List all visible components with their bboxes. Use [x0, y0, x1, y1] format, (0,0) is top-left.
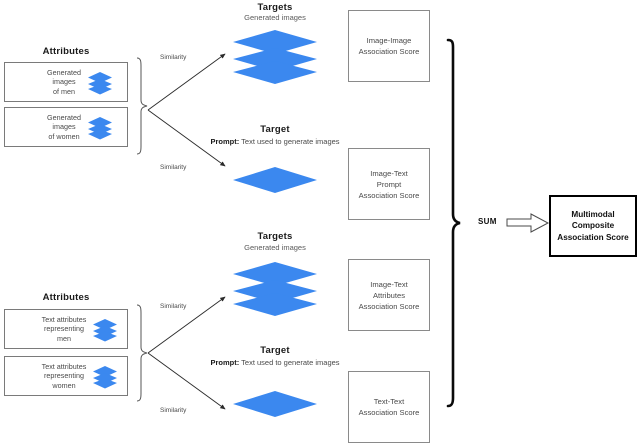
attributes-heading-bottom: Attributes [42, 292, 90, 303]
prompt-label: Prompt: [210, 137, 240, 146]
targets-heading-bottom: Targets [257, 231, 293, 242]
similarity-label-bottom-lower: Similarity [160, 407, 187, 414]
score-box-label: Text-Text Association Score [358, 397, 420, 417]
attributes-heading-top: Attributes [42, 46, 90, 57]
score-box-image-image[interactable]: Image-Image Association Score [348, 10, 430, 82]
targets-heading-top: Targets [257, 2, 293, 13]
similarity-label-top-lower: Similarity [160, 164, 187, 171]
stack-icon [87, 116, 113, 140]
similarity-label-bottom-upper: Similarity [160, 303, 187, 310]
similarity-label-top-upper: Similarity [160, 54, 187, 61]
target-prompt-top: Prompt: Text used to generate images [175, 137, 375, 147]
score-box-text-text[interactable]: Text-Text Association Score [348, 371, 430, 443]
targets-subheading-bottom: Generated images [244, 243, 306, 252]
prompt-value: Text used to generate images [239, 358, 340, 367]
similarity-edges-bottom [146, 290, 238, 420]
similarity-edges-top [146, 48, 238, 178]
stack-icon [92, 318, 118, 342]
attribute-label: Generated images of men [47, 67, 81, 96]
target-diamond-icon-top [231, 166, 319, 194]
prompt-label: Prompt: [210, 358, 240, 367]
attribute-box-text-attributes-women[interactable]: Text attributes representing women [4, 356, 128, 396]
targets-subheading-top: Generated images [244, 13, 306, 22]
score-box-image-text-prompt[interactable]: Image-Text Prompt Association Score [348, 148, 430, 220]
attribute-label: Text attributes representing men [41, 314, 87, 343]
target-stack-icon-bottom [231, 260, 319, 316]
attribute-label: Text attributes representing women [41, 361, 87, 390]
attribute-box-text-attributes-men[interactable]: Text attributes representing men [4, 309, 128, 349]
target-prompt-bottom: Prompt: Text used to generate images [175, 358, 375, 368]
attribute-label: Generated images of women [47, 112, 81, 141]
score-box-label: Image-Text Attributes Association Score [358, 279, 420, 311]
multimodal-composite-score-label: Multimodal Composite Association Score [557, 209, 629, 242]
score-box-label: Image-Text Prompt Association Score [358, 168, 420, 200]
multimodal-composite-score-box[interactable]: Multimodal Composite Association Score [549, 195, 637, 257]
score-box-label: Image-Image Association Score [358, 36, 420, 56]
sum-arrow-icon [506, 212, 550, 234]
scores-aggregation-bracket [446, 34, 464, 416]
stack-icon [87, 71, 113, 95]
prompt-value: Text used to generate images [239, 137, 340, 146]
score-box-image-text-attributes[interactable]: Image-Text Attributes Association Score [348, 259, 430, 331]
target-stack-icon-top [231, 28, 319, 84]
target-heading-top: Target [260, 124, 290, 135]
attributes-group-bracket-bottom [134, 303, 150, 403]
target-heading-bottom: Target [260, 345, 290, 356]
stack-icon [92, 365, 118, 389]
attributes-group-bracket-top [134, 56, 150, 156]
attribute-box-generated-images-men[interactable]: Generated images of men [4, 62, 128, 102]
sum-operator-label: SUM [478, 217, 497, 226]
attribute-box-generated-images-women[interactable]: Generated images of women [4, 107, 128, 147]
target-diamond-icon-bottom [231, 390, 319, 418]
